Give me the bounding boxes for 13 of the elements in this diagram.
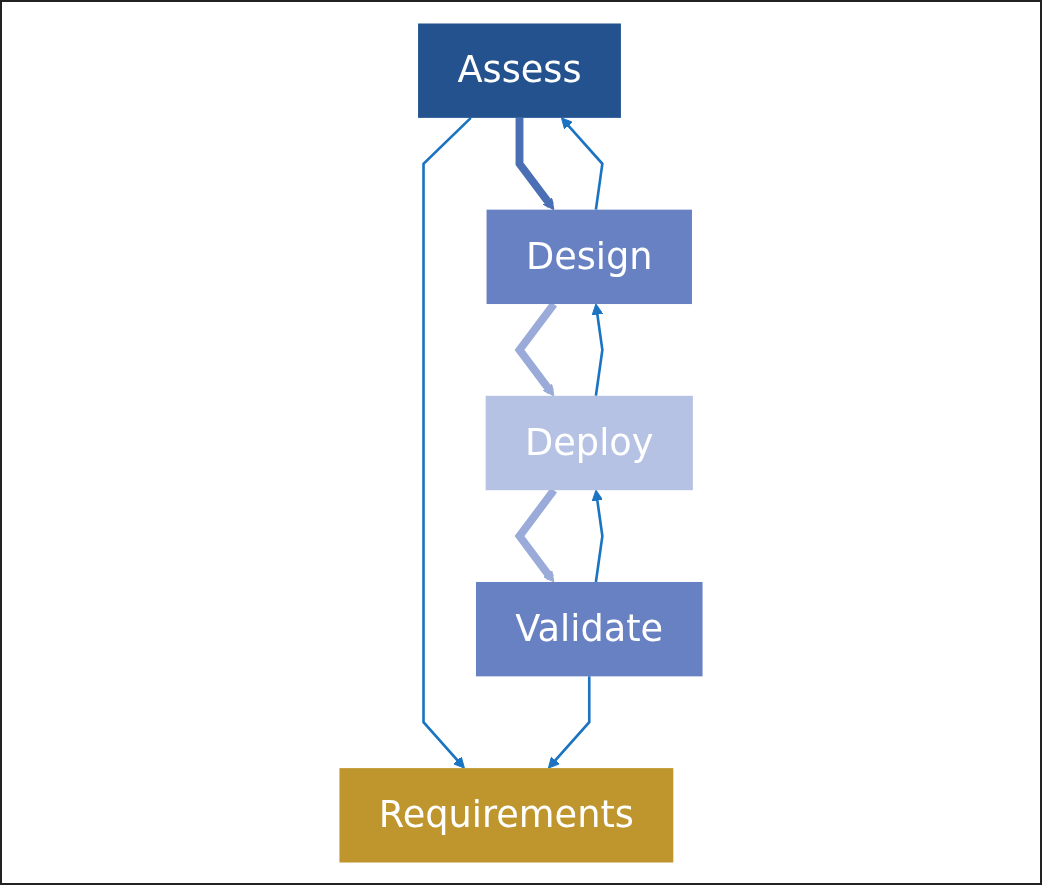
node-box: Design [486,209,692,304]
node-box: Assess [418,23,621,118]
arrow [591,303,604,396]
node-box: Deploy [485,395,693,490]
arrow [514,301,558,396]
node-box: Requirements [339,767,674,862]
node-box: Validate [475,581,703,676]
arrow [547,675,591,769]
arrow [591,489,604,582]
arrow [515,117,555,210]
arrow [514,487,558,582]
arrow [561,116,604,210]
arrow [422,116,472,769]
